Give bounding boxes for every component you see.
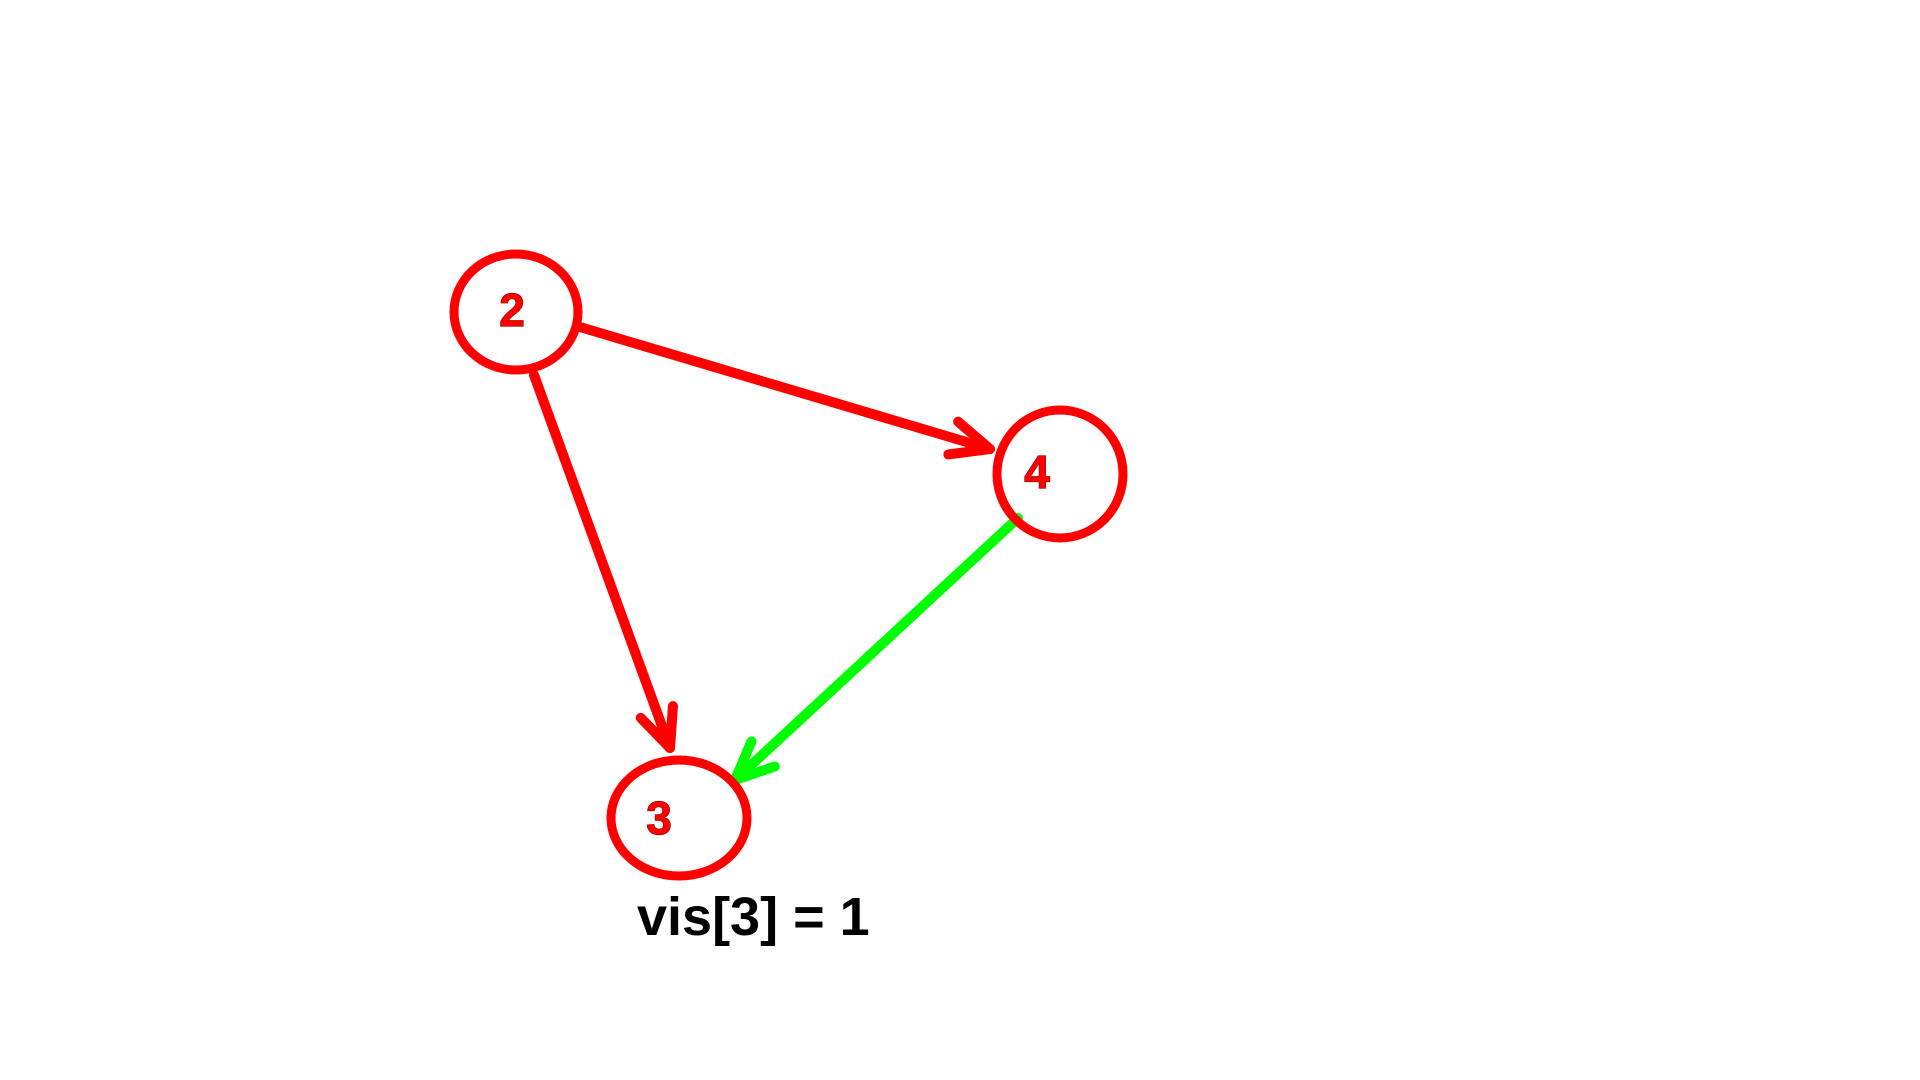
edge-line [730, 513, 1023, 785]
node-circle [449, 249, 583, 375]
edge-2-to-4 [575, 322, 995, 460]
node-label: 2 [499, 284, 525, 336]
node-circle [606, 755, 752, 881]
arrowhead-icon [635, 701, 678, 753]
nodes-layer: 2 4 3 [449, 249, 1128, 881]
edge-2-to-3 [529, 370, 678, 753]
edge-line [529, 370, 675, 753]
node-circle [992, 405, 1128, 543]
vis-caption: vis[3] = 1 [637, 887, 870, 947]
node-label: 3 [646, 792, 672, 844]
node-label: 4 [1024, 446, 1050, 498]
node-2: 2 [449, 249, 583, 375]
node-4: 4 [992, 405, 1128, 543]
arrowhead-icon [943, 416, 995, 460]
edge-line [575, 322, 995, 454]
edges-layer [529, 322, 1023, 785]
node-3: 3 [606, 755, 752, 881]
edge-4-to-3 [730, 513, 1023, 785]
